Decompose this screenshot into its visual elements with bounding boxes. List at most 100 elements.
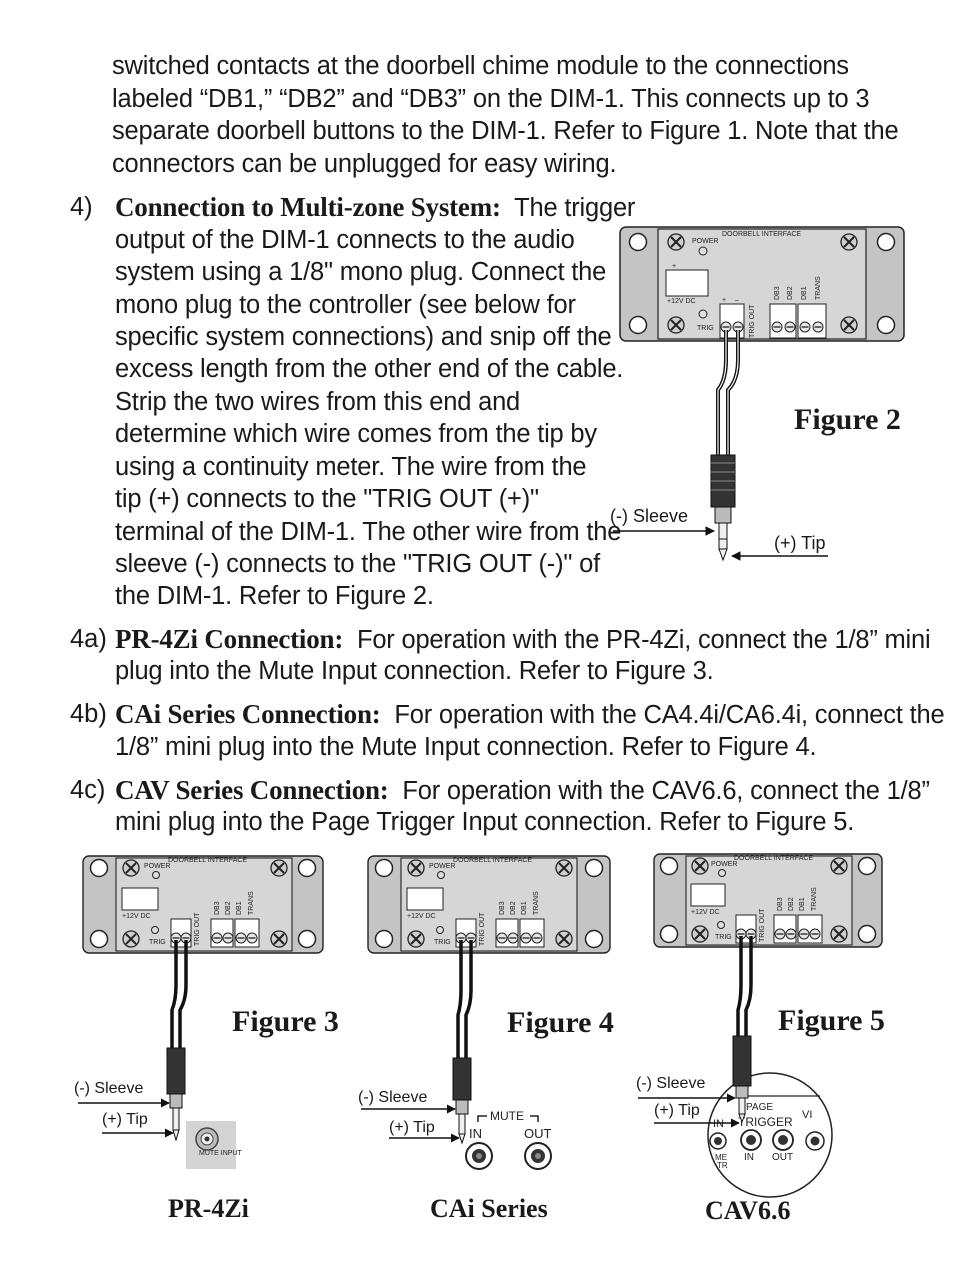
step-4-line-6: excess length from the other end of the … [115,355,624,383]
fig3-tip-label: (+) Tip [102,1111,148,1128]
step-4-line-3: system using a 1/8" mono plug. Connect t… [115,258,607,286]
step-4-line-2: output of the DIM-1 connects to the audi… [115,226,575,254]
fig4-sleeve-label: (-) Sleeve [358,1089,428,1106]
fig2-trig: TRIG [697,325,714,332]
fig4-db2: DB2 [510,901,517,915]
fig5-vi-label: VI [802,1109,812,1121]
fig5-cav-panel: PAGE TRIGGER IN VI ME TR IN OUT [707,1072,833,1198]
fig5-power: POWER [711,861,737,868]
fig2-tip-label: (+) Tip [774,533,826,553]
fig4-dc: +12V DC [407,913,436,920]
fig2-db3: DB3 [774,286,781,300]
fig5-cable [638,936,753,1128]
fig3-trig-out: TRIG OUT [194,912,201,946]
step-4c-line-2: mini plug into the Page Trigger Input co… [115,808,855,836]
fig5-in-label: IN [744,1152,754,1163]
step-4c-number: 4c) [70,776,106,804]
fig4-mute-label: MUTE [490,1109,524,1123]
fig5-trig-out: TRIG OUT [759,908,766,942]
fig4-in-label: IN [469,1126,482,1141]
step-4b-line-2: 1/8” mini plug into the Mute Input conne… [115,733,817,761]
fig5-sleeve-label: (-) Sleeve [636,1075,706,1092]
fig4-tip-label: (+) Tip [389,1119,435,1136]
step-4-number: 4) [70,193,93,221]
step-4a-number: 4a) [70,625,107,653]
fig2-terminal-minus: – [735,297,739,304]
fig3-title: DOORBELL INTERFACE [168,857,247,864]
fig5-title: DOORBELL INTERFACE [734,855,813,862]
fig5-me-label: ME [715,1153,727,1162]
intro-line-1: switched contacts at the doorbell chime … [112,52,849,80]
fig5-tr-label: TR [717,1161,728,1170]
fig5-dc: +12V DC [691,909,720,916]
fig3-sleeve-label: (-) Sleeve [74,1080,144,1097]
fig2-db2: DB2 [787,286,794,300]
step-4b-line-1: CAi Series Connection: For operation wit… [115,698,945,732]
fig3-dc: +12V DC [122,913,151,920]
fig2-trig-out: TRIG OUT [749,304,756,338]
fig5-db3: DB3 [777,897,784,911]
fig3-mute-input: MUTE INPUT [199,1150,243,1157]
fig2-module: DOORBELL INTERFACE POWER + +12V DC TRIG … [619,226,905,342]
fig2-plus-sign: + [672,263,676,270]
intro-line-4: connectors can be unplugged for easy wir… [112,150,617,178]
fig3-power: POWER [144,863,170,870]
step-4-line-8: determine which wire comes from the tip … [115,420,597,448]
step-4b-title: CAi Series Connection: [115,699,381,729]
fig4-db3: DB3 [499,901,506,915]
fig4-trig-out: TRIG OUT [479,912,486,946]
step-4-line-10: tip (+) connects to the "TRIG OUT (+)" [115,485,539,513]
fig4-out-label: OUT [524,1126,552,1141]
figure-4-title: Figure 4 [507,1006,614,1039]
fig2-db1: DB1 [801,286,808,300]
step-4c-line-1: CAV Series Connection: For operation wit… [115,774,930,808]
step-4-line-11: terminal of the DIM-1. The other wire fr… [115,518,622,546]
caption-cai-series: CAi Series [430,1194,548,1223]
intro-line-2: labeled “DB1,” “DB2” and “DB3” on the DI… [112,85,870,113]
caption-pr4zi: PR-4Zi [168,1194,249,1223]
fig2-cable [613,330,828,562]
step-4b-text-1: For operation with the CA4.4i/CA6.4i, co… [394,701,945,729]
fig2-title: DOORBELL INTERFACE [722,231,801,238]
fig5-trigger-label: TRIGGER [738,1115,793,1129]
fig2-sleeve-label: (-) Sleeve [610,506,689,526]
step-4-title: Connection to Multi-zone System: [115,192,501,222]
step-4b-number: 4b) [70,700,107,728]
fig4-jacks: MUTE IN OUT [465,1109,552,1170]
step-4-line-4: mono plug to the controller (see below f… [115,291,576,319]
caption-cav66: CAV6.6 [705,1196,791,1225]
fig4-power: POWER [429,863,455,870]
step-4a-line-2: plug into the Mute Input connection. Ref… [115,657,714,685]
fig3-db2: DB2 [225,901,232,915]
step-4c-title: CAV Series Connection: [115,775,389,805]
step-4-line-12: sleeve (-) connects to the "TRIG OUT (-)… [115,550,600,578]
figure-2-title: Figure 2 [794,403,901,436]
fig5-trans: TRANS [811,887,818,911]
step-4a-text-1: For operation with the PR-4Zi, connect t… [356,626,931,654]
fig5-tip-label: (+) Tip [654,1102,700,1119]
fig3-db3: DB3 [214,901,221,915]
step-4c-text-1: For operation with the CAV6.6, connect t… [402,777,930,805]
fig5-module: DOORBELL INTERFACE POWER +12V DC TRIG TR… [653,853,883,948]
step-4-line-9: using a continuity meter. The wire from … [115,453,587,481]
fig3-trig: TRIG [149,939,166,946]
fig4-trans: TRANS [533,891,540,915]
fig3-trans: TRANS [248,891,255,915]
fig5-db1: DB1 [799,897,806,911]
step-4-line-5: specific system connections) and snip of… [115,323,612,351]
fig5-trig: TRIG [715,934,732,941]
step-4-line-13: the DIM-1. Refer to Figure 2. [115,582,434,610]
fig3-db1: DB1 [236,901,243,915]
fig4-db1: DB1 [521,901,528,915]
step-4-text-0: The trigger [514,194,636,222]
step-4-line-7: Strip the two wires from this end and [115,388,521,416]
fig4-cable [361,940,473,1145]
fig5-db2: DB2 [788,897,795,911]
step-4a-title: PR-4Zi Connection: [115,624,344,654]
fig3-cable [78,940,188,1142]
fig2-dc: +12V DC [667,298,696,305]
fig2-power: POWER [692,238,718,245]
fig3-mute-jack: MUTE INPUT [186,1121,243,1169]
step-4a-line-1: PR-4Zi Connection: For operation with th… [115,623,931,657]
fig4-title: DOORBELL INTERFACE [453,857,532,864]
